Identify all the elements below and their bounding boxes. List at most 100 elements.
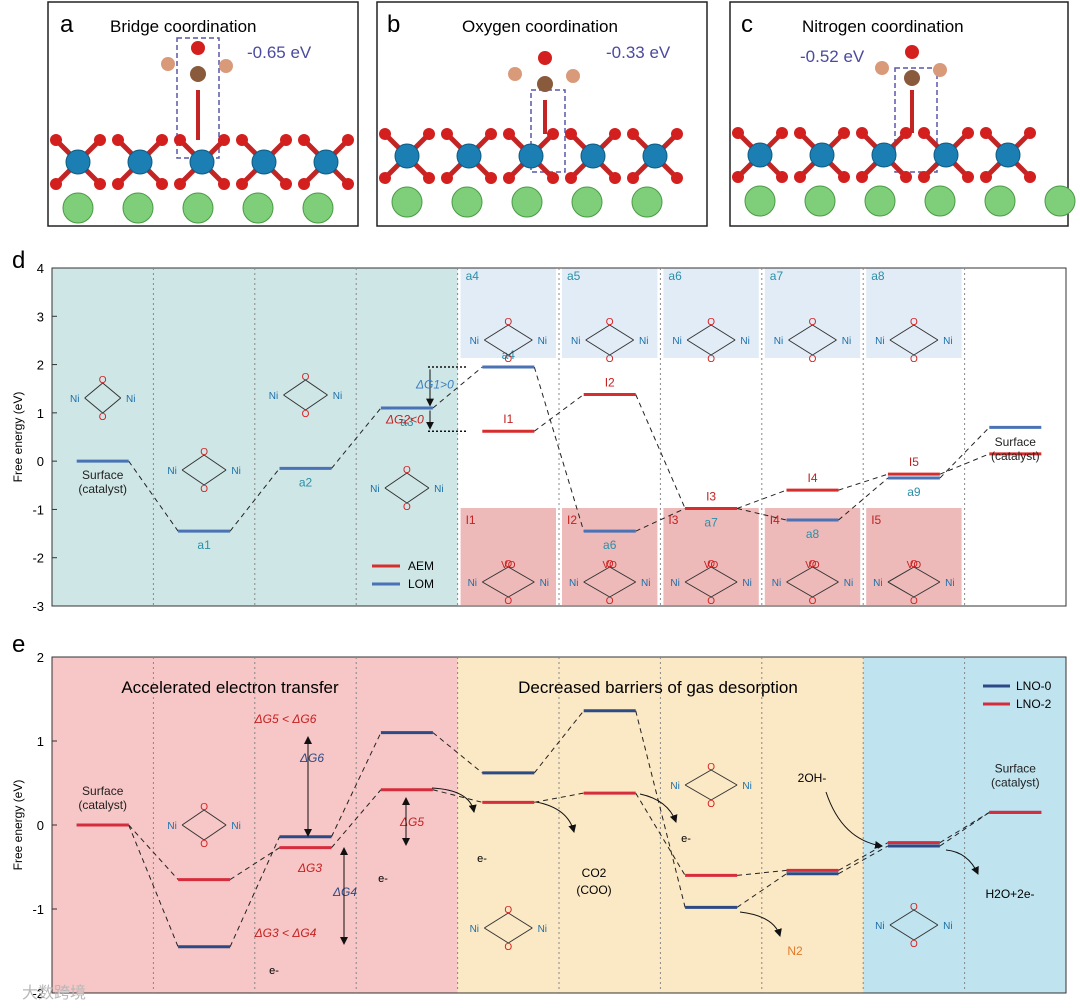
- o-label: O: [606, 559, 614, 570]
- surface-label: (catalyst): [78, 798, 127, 812]
- ring-bond: [384, 487, 408, 504]
- o-atom: [174, 134, 186, 146]
- green-atom: [391, 186, 423, 218]
- o-atom: [218, 134, 230, 146]
- ni-atom: [313, 149, 339, 175]
- legend-label: LNO-0: [1016, 679, 1052, 693]
- ring-bond: [710, 784, 738, 801]
- connector-line: [331, 789, 382, 849]
- connector-line: [229, 847, 280, 881]
- coo-label: (COO): [576, 883, 611, 897]
- ring-bond: [684, 566, 712, 583]
- ring-bond: [585, 324, 610, 341]
- ni-atom: [809, 142, 835, 168]
- ring-bond: [484, 912, 509, 929]
- intermediate-box-top: [764, 268, 861, 358]
- vacancy-label: VO: [602, 560, 617, 571]
- ring-bond: [710, 339, 736, 356]
- connector-line: [838, 477, 889, 521]
- y-tick-label: -2: [32, 986, 44, 1001]
- o-atom: [1024, 127, 1036, 139]
- ni-label: Ni: [538, 336, 547, 347]
- ring-bond: [203, 469, 227, 486]
- ni-label: Ni: [70, 394, 79, 405]
- ring-bond: [484, 927, 509, 944]
- dg6-label: ΔG6: [299, 751, 324, 765]
- o-atom: [538, 51, 552, 65]
- connector-line: [331, 407, 382, 469]
- connector-line: [939, 811, 990, 844]
- o-label: O: [707, 559, 715, 570]
- ni-label: Ni: [842, 336, 851, 347]
- ni-label: Ni: [672, 336, 681, 347]
- green-atom: [1044, 185, 1076, 217]
- intermediate-box-bottom: [764, 508, 861, 605]
- ni-atom: [580, 143, 606, 169]
- o-atom: [905, 45, 919, 59]
- o-atom: [280, 178, 292, 190]
- o-atom: [980, 127, 992, 139]
- legend-label: LNO-2: [1016, 697, 1052, 711]
- y-tick-label: -3: [32, 599, 44, 614]
- o-atom: [794, 171, 806, 183]
- o-label: O: [910, 559, 918, 570]
- box-label: a8: [871, 269, 885, 283]
- green-atom: [451, 186, 483, 218]
- ring-bond: [508, 912, 533, 929]
- ni-label: Ni: [540, 578, 549, 589]
- electron-label: e-: [477, 853, 487, 865]
- ring-bond: [609, 581, 636, 598]
- watermark-text: 大数跨境: [22, 983, 86, 1002]
- release-arrow: [431, 787, 477, 813]
- y-axis-label: Free energy (eV): [11, 780, 25, 871]
- o-label: O: [809, 559, 817, 570]
- o-label: O: [403, 502, 411, 513]
- y-tick-label: -2: [32, 551, 44, 566]
- electron-label: e-: [681, 833, 691, 845]
- o-atom: [1024, 171, 1036, 183]
- o-atom: [280, 134, 292, 146]
- ni-label: Ni: [639, 336, 648, 347]
- connector-line: [432, 366, 483, 409]
- c-atom: [190, 66, 206, 82]
- o-atom: [918, 127, 930, 139]
- o-atom: [50, 134, 62, 146]
- ni-label: Ni: [875, 336, 884, 347]
- ring-bond: [203, 454, 227, 471]
- ring-bond: [812, 566, 839, 583]
- o-atom: [503, 172, 515, 184]
- panel-letter-e: e: [12, 631, 25, 658]
- green-atom: [122, 192, 154, 224]
- legend-label: LOM: [408, 577, 434, 591]
- lom-level-label: a7: [704, 515, 718, 529]
- ring-bond: [889, 924, 915, 941]
- ni-label: Ni: [943, 336, 952, 347]
- ring-bond: [913, 924, 939, 941]
- ring-bond: [482, 581, 509, 598]
- o-atom: [94, 134, 106, 146]
- ring-bond: [181, 454, 205, 471]
- ring-bond: [710, 566, 738, 583]
- vacancy-label: VO: [907, 560, 922, 571]
- ring-bond: [913, 581, 941, 598]
- y-tick-label: 2: [37, 650, 44, 665]
- y-tick-label: -1: [32, 902, 44, 917]
- connector-line: [635, 710, 686, 908]
- surface-label: (catalyst): [991, 775, 1040, 789]
- o-atom: [794, 127, 806, 139]
- ni-label: Ni: [774, 336, 783, 347]
- o-atom: [50, 178, 62, 190]
- ring-bond: [283, 394, 306, 411]
- green-atom: [62, 192, 94, 224]
- lom-level-label: a8: [806, 527, 820, 541]
- ring-bond: [609, 566, 636, 583]
- o-atom: [671, 128, 683, 140]
- ni-atom: [871, 142, 897, 168]
- ring-bond: [305, 394, 328, 411]
- ni-atom: [933, 142, 959, 168]
- ring-bond: [484, 324, 509, 341]
- o-label: O: [200, 447, 208, 458]
- o-label: O: [504, 317, 512, 328]
- intermediate-box-top: [460, 268, 556, 358]
